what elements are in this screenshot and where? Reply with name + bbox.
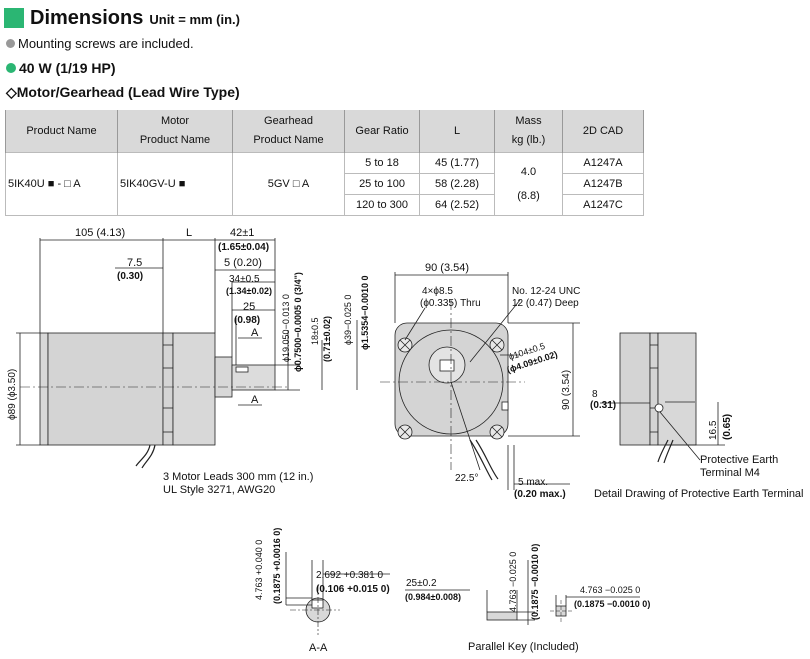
cell-motor: 5IK40GV-U ■ <box>117 152 233 216</box>
dim-5max-in: (0.20 max.) <box>514 489 566 500</box>
cell-gearhead: 5GV □ A <box>232 152 345 216</box>
key-length-in: (0.984±0.008) <box>405 592 461 602</box>
model-heading: 40 W (1/19 HP) <box>6 60 115 76</box>
aa-height-in: (0.1875 +0.0016 0) <box>272 528 282 604</box>
key-height: 4.763 −0.025 0 <box>508 552 518 612</box>
unc-note-2: 12 (0.47) Deep <box>512 298 579 309</box>
leads-note-2: UL Style 3271, AWG20 <box>163 484 275 496</box>
section-mark-a-top: A <box>251 327 259 339</box>
dim-39: ϕ39−0.025 0 <box>343 295 353 345</box>
earth-label-1: Protective Earth <box>700 454 778 466</box>
leads-note-1: 3 Motor Leads 300 mm (12 in.) <box>163 471 313 483</box>
unc-note-1: No. 12-24 UNC <box>512 286 580 297</box>
side-view <box>20 332 290 469</box>
cell-product: 5IK40U ■ - □ A <box>5 152 118 216</box>
cell-l: 64 (2.52) <box>419 194 495 216</box>
detail-caption: Detail Drawing of Protective Earth Termi… <box>594 488 804 500</box>
key-length: 25±0.2 <box>406 578 437 589</box>
section-aa-label: A-A <box>309 642 328 654</box>
dim-42: 42±1 <box>230 227 254 239</box>
aa-depth-in: (0.106 +0.015 0) <box>316 584 390 595</box>
dim-shaft-in: ϕ0.7500−0.0005 0 (3/4") <box>293 272 303 372</box>
section-aa <box>290 585 340 635</box>
dim-angle: 22.5° <box>455 473 478 484</box>
dim-105: 105 (4.13) <box>75 227 125 239</box>
gray-bullet-icon <box>6 39 15 48</box>
detail-view <box>619 332 697 464</box>
section-subtitle: ◇Motor/Gearhead (Lead Wire Type) <box>6 84 240 100</box>
dim-shaft: ϕ19.050−0.013 0 <box>281 294 291 362</box>
dim-89: ϕ89 (ϕ3.50) <box>7 369 18 420</box>
dim-8: 8 <box>592 389 598 400</box>
section-mark-a-bottom: A <box>251 394 259 406</box>
parallel-key <box>486 600 572 622</box>
dim-18: 18±0.5 <box>310 318 320 345</box>
dim-34-in: (1.34±0.02) <box>226 286 272 296</box>
dim-25-in: (0.98) <box>234 315 260 326</box>
key-caption: Parallel Key (Included) <box>468 641 579 653</box>
dim-l: L <box>186 227 192 239</box>
cell-l: 58 (2.28) <box>419 173 495 195</box>
section-header: Dimensions Unit = mm (in.) <box>4 6 240 28</box>
page-title: Dimensions <box>30 7 144 29</box>
mounting-note: Mounting screws are included. <box>6 36 194 51</box>
cad-link[interactable]: A1247C <box>562 194 644 216</box>
dim-25: 25 <box>243 301 255 313</box>
table-row: 120 to 300 64 (2.52) A1247C <box>6 194 644 216</box>
earth-label-2: Terminal M4 <box>700 467 760 479</box>
dim-5: 5 (0.20) <box>224 257 262 269</box>
dim-7-in: (0.30) <box>117 271 143 282</box>
th-cad: 2D CAD <box>562 110 644 153</box>
table-row: 5IK40U ■ - □ A 5IK40GV-U ■ 5GV □ A 5 to … <box>5 152 644 216</box>
cell-ratio: 5 to 18 <box>344 152 420 174</box>
dim-90-side: 90 (3.54) <box>561 370 572 410</box>
th-ratio: Gear Ratio <box>344 110 420 153</box>
dim-39-in: ϕ1.5354−0.0010 0 <box>360 275 370 350</box>
dim-90-top: 90 (3.54) <box>425 262 469 274</box>
aa-height: 4.763 +0.040 0 <box>254 540 264 600</box>
dim-7: 7.5 <box>127 257 142 269</box>
green-square-icon <box>4 8 24 28</box>
key-width-in: (0.1875 −0.0010 0) <box>574 599 650 609</box>
front-view <box>380 300 525 481</box>
dim-8-in: (0.31) <box>590 400 616 411</box>
dim-34: 34±0.5 <box>229 274 260 285</box>
holes-note-2: (ϕ0.335) Thru <box>420 298 481 309</box>
green-bullet-icon <box>6 63 16 73</box>
dim-5max: 5 max. <box>518 477 548 488</box>
dim-18-in: (0.71±0.02) <box>322 316 332 362</box>
key-width: 4.763 −0.025 0 <box>580 585 640 595</box>
cell-ratio: 120 to 300 <box>344 194 420 216</box>
dim-16-in: (0.65) <box>722 414 733 440</box>
aa-depth: 2.692 +0.381 0 <box>316 570 383 581</box>
holes-note-1: 4×ϕ8.5 <box>422 286 453 297</box>
dim-42-in: (1.65±0.04) <box>218 242 269 253</box>
unit-label: Unit = mm (in.) <box>149 12 240 27</box>
dim-16: 16.5 <box>708 420 719 440</box>
key-height-in: (0.1875 −0.0010 0) <box>530 544 540 620</box>
